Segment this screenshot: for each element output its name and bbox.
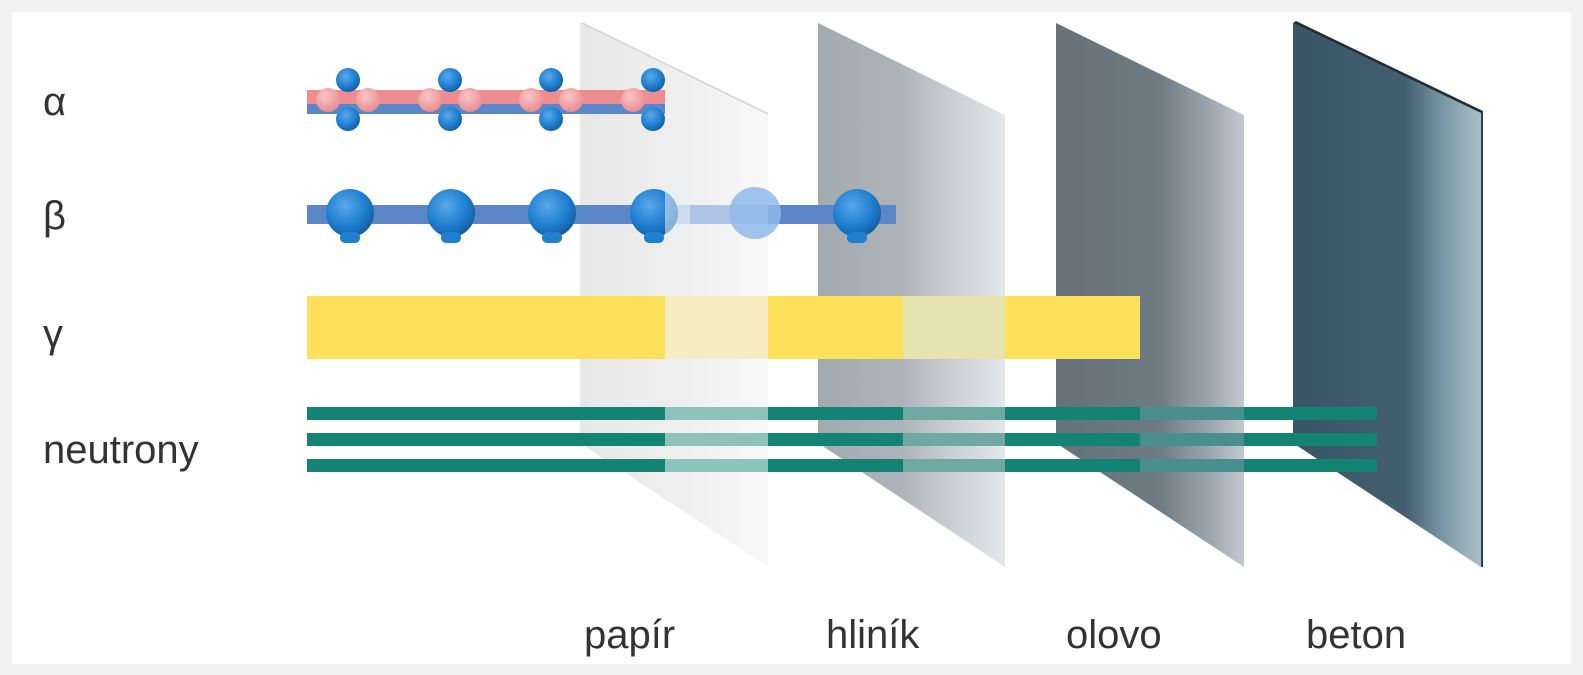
- electron: [630, 188, 690, 243]
- electron: [427, 189, 475, 243]
- neutron-line: [307, 459, 1377, 472]
- paper-label: papír: [584, 613, 676, 657]
- aluminium-panel: [818, 23, 1005, 567]
- alpha-particles: [316, 68, 665, 131]
- neutron-beams: [307, 407, 1377, 472]
- beta-particles: [326, 187, 881, 243]
- lead-label: olovo: [1066, 613, 1162, 657]
- neutron-line: [307, 433, 1377, 446]
- lead-panel: [1056, 23, 1244, 567]
- electron: [729, 187, 781, 239]
- concrete-label: beton: [1306, 613, 1407, 657]
- gamma-beam: [307, 296, 1140, 359]
- electron: [528, 189, 576, 243]
- aluminium-label: hliník: [826, 613, 920, 657]
- concrete-panel: [1293, 21, 1483, 567]
- alpha-particle: [519, 68, 583, 131]
- alpha-particle: [621, 68, 665, 131]
- alpha-particle: [316, 68, 380, 131]
- electron: [833, 189, 881, 243]
- alpha-label: α: [43, 80, 67, 124]
- neutron-line: [307, 407, 1377, 420]
- paper-panel: [580, 23, 768, 567]
- neutrons-label: neutrony: [43, 428, 199, 472]
- electron: [326, 189, 374, 243]
- beta-label: β: [43, 194, 67, 238]
- gamma-label: γ: [43, 312, 63, 356]
- alpha-particle: [418, 68, 482, 131]
